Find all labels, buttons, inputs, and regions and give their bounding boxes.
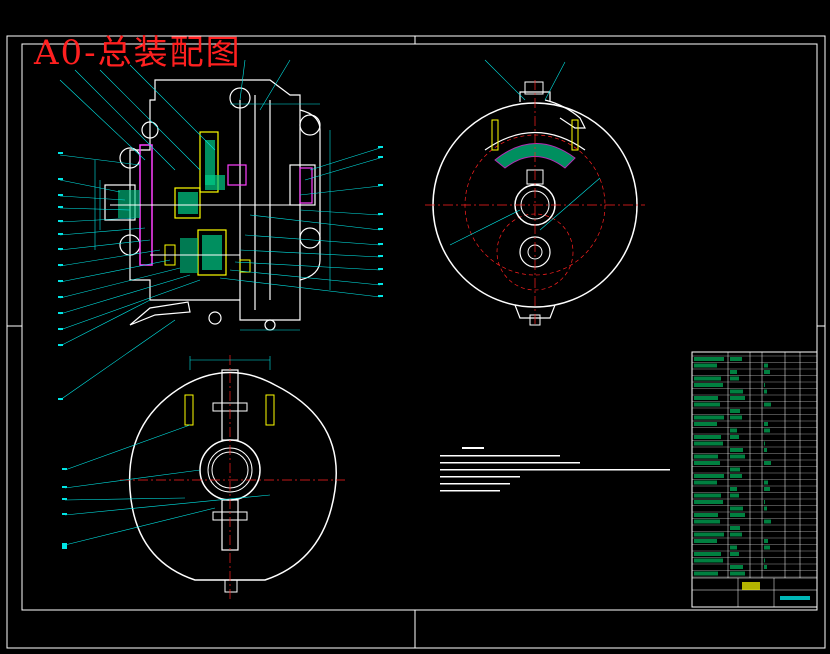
table-cell-text — [764, 539, 768, 543]
table-cell-text — [694, 402, 720, 407]
table-cell-text — [730, 357, 742, 361]
table-cell-text — [694, 441, 723, 446]
table-cell-text — [694, 363, 717, 368]
table-cell-text — [764, 487, 770, 491]
table-cell-text — [764, 422, 768, 426]
table-cell-text — [694, 552, 721, 556]
table-cell-text — [694, 493, 721, 498]
table-cell-text — [694, 383, 723, 387]
bottom-view — [62, 355, 345, 600]
table-cell-text — [730, 474, 742, 478]
table-cell-text — [764, 389, 767, 394]
table-cell-text — [730, 513, 745, 517]
table-cell-text — [694, 558, 723, 563]
table-cell-text — [730, 506, 743, 511]
table-cell-text — [694, 480, 717, 485]
table-cell-text — [730, 454, 745, 459]
table-cell-text — [730, 565, 743, 569]
table-cell-text — [730, 396, 745, 400]
table-cell-text — [764, 545, 770, 550]
drawing-title: A0-总装配图 — [34, 33, 242, 73]
title-block-table — [691, 351, 818, 608]
table-cell-text — [694, 532, 724, 537]
table-cell-text — [730, 415, 742, 420]
table-cell-text — [694, 357, 724, 361]
table-cell-text — [694, 454, 718, 459]
table-cell-text — [730, 487, 737, 491]
table-cell-text — [730, 571, 745, 576]
table-cell-text — [764, 363, 768, 368]
table-cell-text — [694, 422, 717, 426]
table-cell-text — [764, 480, 768, 485]
table-cell-text — [694, 376, 721, 381]
gear-train — [110, 131, 313, 276]
table-cell-text — [694, 474, 724, 478]
table-cell-text — [730, 376, 739, 381]
table-cell-text — [694, 415, 724, 420]
table-cell-text — [764, 402, 771, 407]
technical-notes — [440, 447, 670, 492]
table-cell-text — [694, 461, 720, 465]
table-cell-text — [730, 493, 739, 498]
table-cell-text — [694, 435, 721, 439]
table-cell-text — [694, 513, 718, 517]
table-cell-text — [694, 571, 718, 576]
side-view — [425, 59, 645, 326]
table-cell-text — [730, 389, 743, 394]
table-cell-text — [764, 448, 767, 452]
table-cell-text — [694, 539, 717, 543]
table-cell-text — [730, 526, 740, 530]
table-cell-text — [730, 545, 737, 550]
table-cell-text — [730, 467, 740, 472]
centering-marks — [7, 36, 825, 648]
table-cell-text — [694, 519, 720, 524]
table-cell-text — [730, 532, 742, 537]
table-cell-text — [730, 428, 737, 433]
table-cell-text — [764, 506, 767, 511]
table-cell-text — [730, 370, 737, 374]
sheet-border — [6, 35, 826, 649]
table-cell-text — [730, 435, 739, 439]
table-cell-text — [764, 558, 765, 563]
table-cell-text — [730, 552, 739, 556]
table-cell-text — [764, 383, 765, 387]
table-cell-text — [764, 500, 765, 504]
table-cell-text — [764, 441, 765, 446]
table-cell-text — [694, 500, 723, 504]
front-section-view — [58, 59, 383, 401]
table-cell-text — [764, 565, 767, 569]
table-cell-text — [764, 519, 771, 524]
table-cell-text — [730, 409, 740, 413]
table-cell-text — [730, 448, 743, 452]
table-cell-text — [694, 396, 718, 400]
table-cell-text — [764, 461, 771, 465]
table-cell-text — [764, 370, 770, 374]
table-cell-text — [764, 428, 770, 433]
drawing-frame — [21, 43, 818, 611]
